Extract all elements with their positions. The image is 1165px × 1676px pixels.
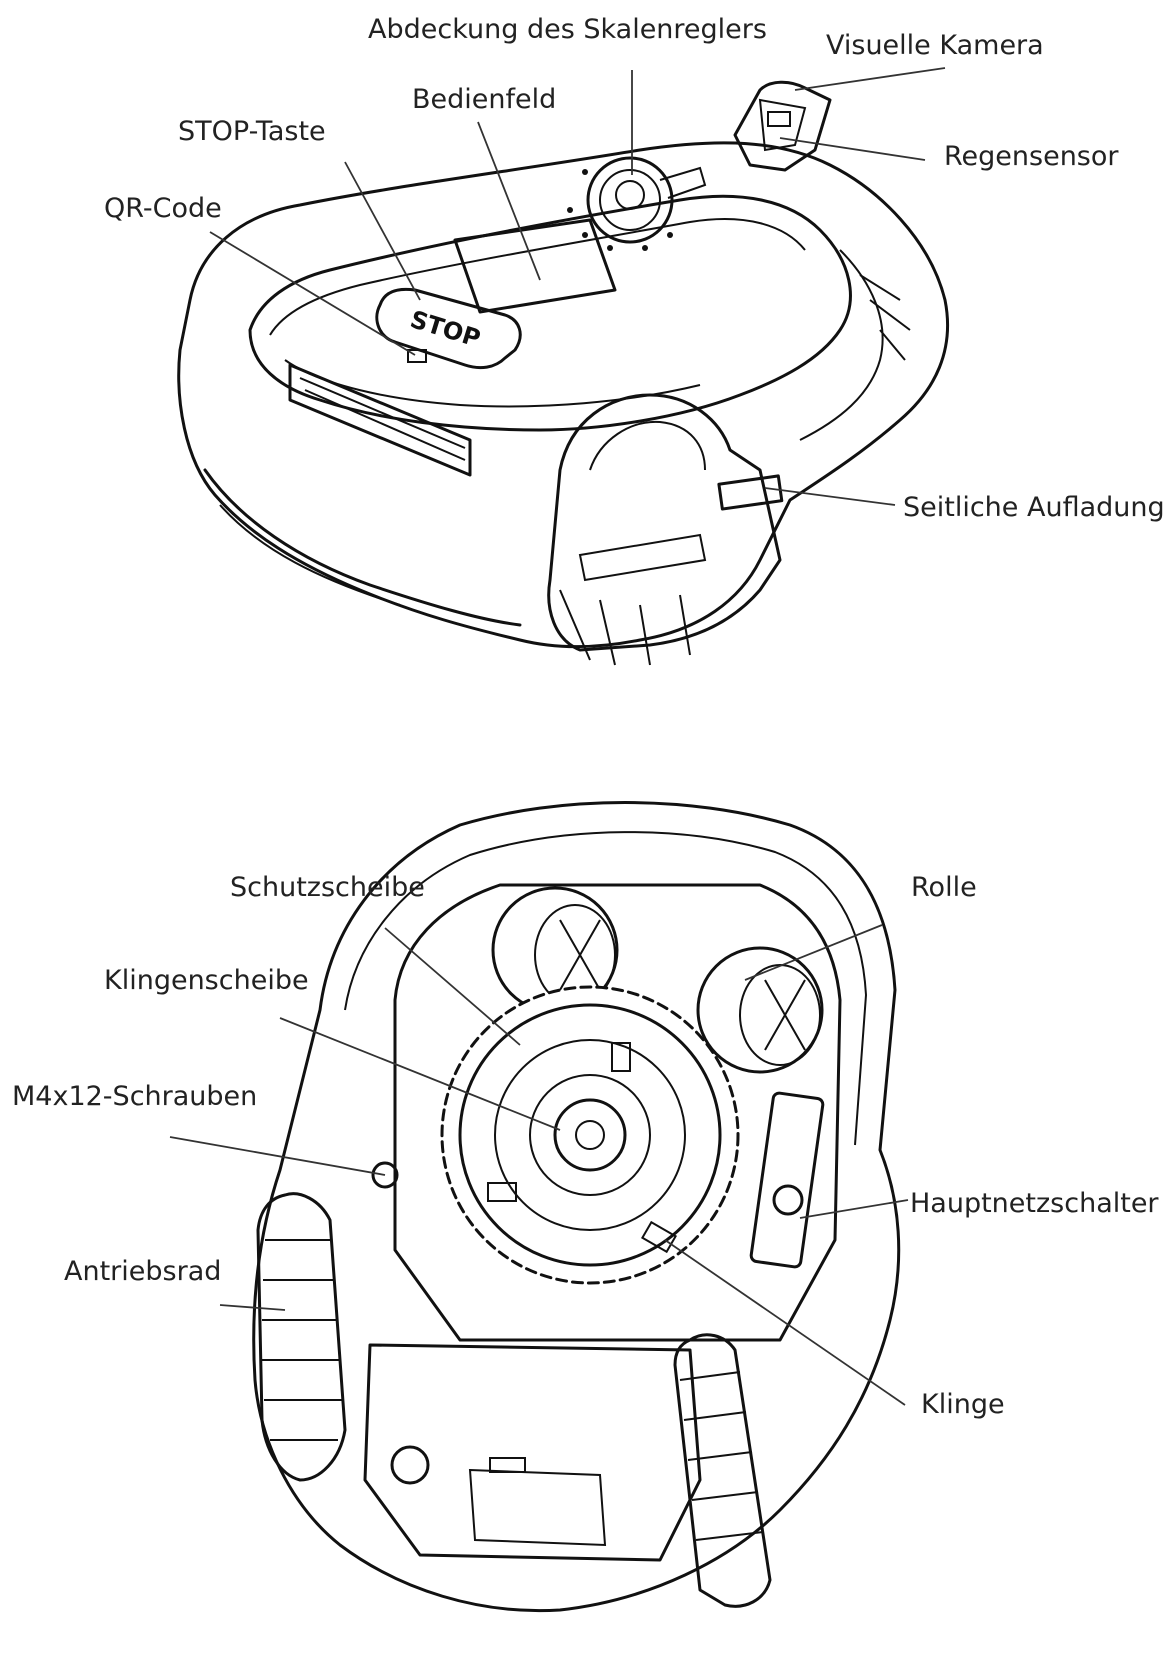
mower-top-skirt [203, 468, 522, 627]
mower-top-dial [567, 156, 707, 251]
mower-bottom-drive-wheel-left [256, 1192, 347, 1482]
mower-top-charging-port [717, 474, 784, 511]
label-drive-wheel: Antriebsrad [64, 1256, 222, 1287]
label-guard-disc: Schutzscheibe [230, 872, 425, 903]
mower-top-shell [248, 194, 852, 432]
mower-top-view: STOP [177, 80, 950, 666]
mower-bottom-screw [371, 1161, 399, 1189]
mower-bottom-logo [390, 1445, 430, 1485]
top-leader-lines [209, 67, 946, 506]
mower-top-camera-mast [733, 80, 832, 172]
mower-top-rear-wheel [547, 393, 782, 652]
bottom-leader-lines [169, 924, 909, 1406]
label-main-switch: Hauptnetzschalter [910, 1188, 1159, 1219]
label-control-panel: Bedienfeld [412, 84, 557, 115]
mower-bottom-outline [252, 801, 901, 1613]
mower-top-stop-key-text: STOP [407, 305, 484, 353]
mower-bottom-roller-right [696, 946, 824, 1074]
mower-bottom-drive-wheel-right [673, 1333, 772, 1608]
mower-top-front-grill [288, 363, 472, 477]
mower-bottom-blade-disc [440, 985, 740, 1285]
label-screws: M4x12-Schrauben [12, 1081, 258, 1112]
mower-top-qr-code [407, 349, 427, 363]
label-side-charging: Seitliche Aufladung [903, 492, 1165, 523]
mower-bottom-main-switch [749, 1091, 825, 1269]
label-blade: Klinge [921, 1389, 1005, 1420]
mower-bottom-battery-cover [363, 1343, 702, 1562]
label-stop-button: STOP-Taste [178, 116, 326, 147]
label-roller: Rolle [911, 872, 977, 903]
label-rain-sensor: Regensensor [944, 141, 1119, 172]
label-qr-code: QR-Code [104, 193, 222, 224]
mower-top-control-panel [453, 218, 617, 314]
mower-bottom-inner-frame [393, 883, 842, 1342]
label-dial-cover: Abdeckung des Skalenreglers [368, 14, 767, 45]
label-visual-camera: Visuelle Kamera [826, 30, 1044, 61]
mower-bottom-roller-left [491, 886, 619, 1014]
mower-bottom-view [252, 801, 901, 1613]
label-blade-disc: Klingenscheibe [104, 965, 309, 996]
mower-top-body-outline [177, 141, 950, 649]
